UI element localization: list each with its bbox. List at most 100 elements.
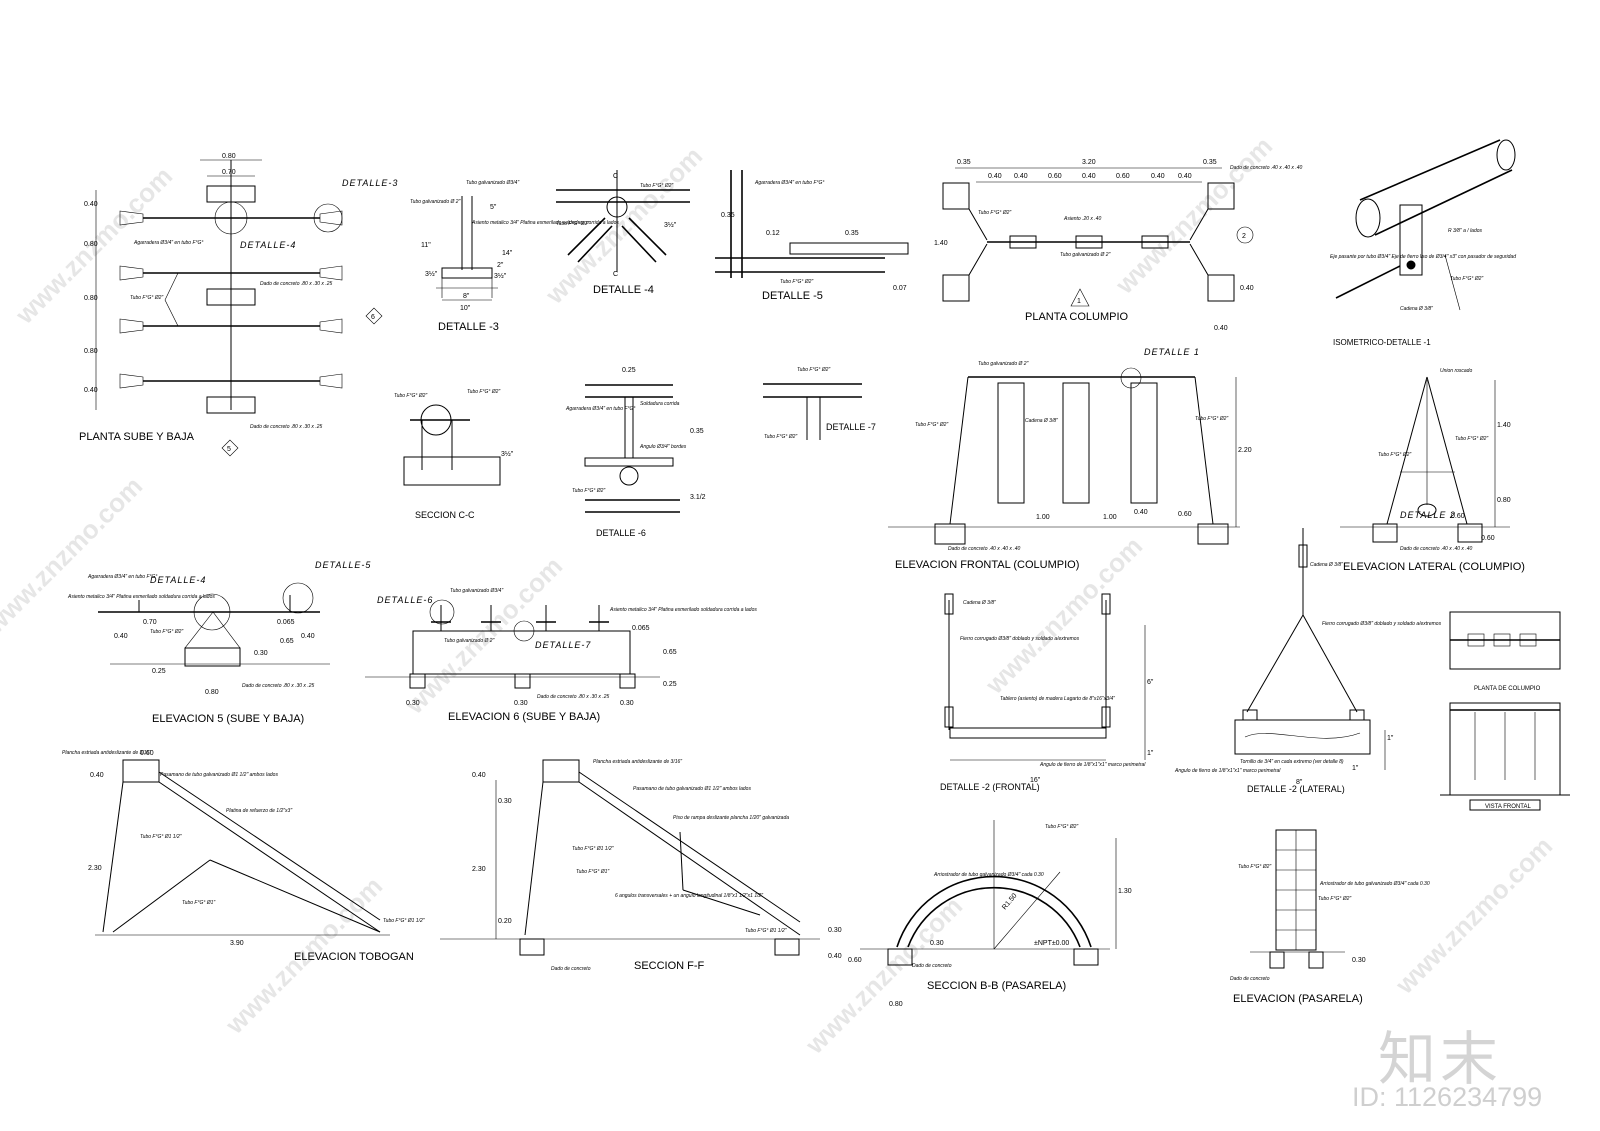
e5-dim-065: 0.65	[280, 638, 294, 645]
ef-dim-100a: 1.00	[1036, 514, 1050, 521]
ef-note-tubo: Tubo galvanizado Ø 2"	[978, 361, 1029, 367]
et-dim-060: 0.60	[140, 750, 154, 757]
pc-dim-040f: 0.40	[1240, 285, 1254, 292]
ep-note-tubo2: Tubo F°G° Ø2"	[1318, 896, 1351, 902]
d5-dim-012: 0.12	[766, 230, 780, 237]
pc-dim-060b: 0.60	[1116, 173, 1130, 180]
elevacion-frontal-columpio: 2.20 1.00 1.00 0.40 0.60 DETALLE 1 Tubo …	[888, 347, 1252, 571]
bb-note-tubo: Tubo F°G° Ø2"	[1045, 824, 1078, 830]
note-agarradera: Agarradera Ø3/4" en tubo F°G°	[133, 240, 203, 246]
et-note-tubo3: Tubo F°G° Ø1 1/2"	[383, 918, 425, 924]
elevacion-tobogan: 0.40 0.60 2.30 3.90 Plancha estriada ant…	[62, 750, 425, 963]
ff-dim-030: 0.30	[498, 798, 512, 805]
d3-note-tubo2: Tubo galvanizado Ø 2"	[410, 199, 461, 205]
pc-note-dado: Dado de concreto .40 x .40 x .40	[1230, 165, 1302, 171]
pc-dim-040a: 0.40	[988, 173, 1002, 180]
d3-dim-5: 5"	[490, 204, 497, 211]
e5-note-tubo: Tubo F°G° Ø2"	[150, 629, 183, 635]
planta-sube-y-baja: 0.80 0.70 0.40 0.80 0.80 0.80 0.40 DETAL…	[79, 153, 397, 457]
title-isometrico: ISOMETRICO-DETALLE -1	[1333, 338, 1431, 347]
e5-dim-025: 0.25	[152, 668, 166, 675]
image-id: ID: 1126234799	[1352, 1082, 1543, 1112]
e6-dim-030c: 0.30	[620, 700, 634, 707]
df-dim-16: 16"	[1030, 777, 1041, 784]
et-note-plancha: Plancha estriada antideslizante de 3/16"	[62, 750, 151, 756]
et-note-platina: Platina de refuerzo de 1/2"x3"	[226, 808, 292, 814]
e6-note-asiento: Asiento metalico 3/4" Platina esmerilado…	[609, 607, 757, 613]
dl-note-angulo: Angulo de fierro de 1/8"x1"x1" marco per…	[1174, 768, 1281, 774]
pc-dim-040b: 0.40	[1014, 173, 1028, 180]
d5-dim-035: 0.35	[721, 212, 735, 219]
ff-dim-040b: 0.40	[828, 953, 842, 960]
mini-planta-columpio: PLANTA DE COLUMPIO	[1449, 611, 1561, 692]
bb-note-arriostre: Arriostrador de tubo galvanizado Ø3/4" c…	[933, 872, 1044, 878]
ep-dim-030: 0.30	[1352, 957, 1366, 964]
e6-dim-030a: 0.30	[406, 700, 420, 707]
bb-dim-060: 0.60	[848, 957, 862, 964]
detalle-4: C C 3½" Tubo F°G° Ø2" Tubo F°G° Ø2" DETA…	[556, 170, 690, 296]
callout-detalle-1: DETALLE 1	[1144, 347, 1200, 357]
ff-dim-230: 2.30	[472, 866, 486, 873]
d3-dim-11: 11"	[421, 242, 431, 249]
ef-dim-060: 0.60	[1178, 511, 1192, 518]
et-note-tubo: Tubo F°G° Ø1 1/2"	[140, 834, 182, 840]
ff-note-tubo1: Tubo F°G° Ø1"	[576, 869, 609, 875]
pc-dim-035a: 0.35	[957, 159, 971, 166]
e5-dim-065b: 0.065	[277, 619, 295, 626]
e6-dim-065: 0.065	[632, 625, 650, 632]
dim-040b: 0.40	[84, 387, 98, 394]
pc-dim-060a: 0.60	[1048, 173, 1062, 180]
ep-note-dado: Dado de concreto	[1230, 976, 1270, 982]
note-dado: Dado de concreto .80 x .30 x .25	[260, 281, 332, 287]
dl-dim-8: 8"	[1296, 779, 1303, 786]
ff-dim-040: 0.40	[472, 772, 486, 779]
isometrico-detalle-1: R 3/8" a / lados Eje pasante por tubo Ø3…	[1330, 139, 1516, 347]
detalle-2-lateral: 1" 1" 8" Cadena Ø 3/8" Fierro corrugado …	[1174, 528, 1442, 794]
ef-dim-040: 0.40	[1134, 509, 1148, 516]
ff-note-pasamano: Pasamano de tubo galvanizado Ø1 1/2" amb…	[633, 786, 751, 792]
el-dim-140: 1.40	[1497, 422, 1511, 429]
df-note-tablero: Tablero (asiento) de madera Lagarto de 8…	[1000, 696, 1115, 702]
d3-note-tubo: Tubo galvanizado Ø3/4"	[466, 180, 519, 186]
d6-dim-312: 3.1/2	[690, 494, 706, 501]
callout-detalle-7: DETALLE-7	[535, 640, 591, 650]
d4-note-tubo2: Tubo F°G° Ø2"	[556, 221, 589, 227]
d7-note-tubo: Tubo F°G° Ø2"	[797, 367, 830, 373]
d3-dim-10: 10"	[460, 305, 471, 312]
mini-vista-frontal: VISTA FRONTAL	[1440, 702, 1570, 811]
bb-note-dado: Dado de concreto	[912, 963, 952, 969]
elevacion-pasarela: 0.30 Tubo F°G° Ø2" Arriostrador de tubo …	[1230, 829, 1430, 1005]
d3-note-asiento: Asiento metalico 3/4" Platina esmerilado…	[471, 220, 619, 226]
note-tubo: Tubo F°G° Ø2"	[130, 295, 163, 301]
pc-note-asiento: Asiento .20 x .40	[1063, 216, 1101, 222]
iso-note-tubo: Tubo F°G° Ø2"	[1450, 276, 1483, 282]
detalle-5: 0.35 0.12 0.35 0.07 Agarradera Ø3/4" en …	[715, 170, 909, 302]
et-dim-040: 0.40	[90, 772, 104, 779]
ff-note-dado: Dado de concreto	[551, 966, 591, 972]
d6-note-agarradera: Agarradera Ø3/4" en tubo F°G°	[565, 406, 635, 412]
e6-note-dado: Dado de concreto .80 x .30 x .25	[537, 694, 609, 700]
et-dim-230: 2.30	[88, 865, 102, 872]
e5-note-asiento: Asiento metalico 3/4" Platina esmerilado…	[67, 594, 215, 600]
scc-dim: 3½"	[501, 450, 514, 458]
ff-note-angulos: 6 angulos transversales + un angulo long…	[615, 893, 763, 899]
d4-dim-35: 3½"	[664, 221, 677, 229]
title-elevacion-pasarela: ELEVACION (PASARELA)	[1233, 993, 1363, 1005]
e6-note-tubo2: Tubo galvanizado Ø 2"	[444, 638, 495, 644]
title-detalle-3: DETALLE -3	[438, 321, 499, 333]
dl-note-fierro: Fierro corrugado Ø3/8" doblado y soldado…	[1322, 621, 1442, 627]
planta-columpio: 0.35 3.20 0.35 0.40 0.40 0.60 0.40 0.60 …	[934, 159, 1302, 332]
title-elevacion-5: ELEVACION 5 (SUBE Y BAJA)	[152, 713, 304, 725]
title-elevacion-6: ELEVACION 6 (SUBE Y BAJA)	[448, 711, 600, 723]
title-detalle-6: DETALLE -6	[596, 528, 646, 538]
ef-note-tubo-der: Tubo F°G° Ø2"	[1195, 416, 1228, 422]
e5-dim-080: 0.80	[205, 689, 219, 696]
d3-dim-14: 14"	[502, 250, 513, 257]
pc-dim-320: 3.20	[1082, 159, 1096, 166]
et-note-pasamano: Pasamano de tubo galvanizado Ø1 1/2" amb…	[160, 772, 278, 778]
scc-note-tubo: Tubo F°G° Ø2"	[394, 393, 427, 399]
el-note-union: Union roscado	[1440, 368, 1472, 374]
et-note-tubo2: Tubo F°G° Ø1"	[182, 900, 215, 906]
ef-note-tubo-izq: Tubo F°G° Ø2"	[915, 422, 948, 428]
